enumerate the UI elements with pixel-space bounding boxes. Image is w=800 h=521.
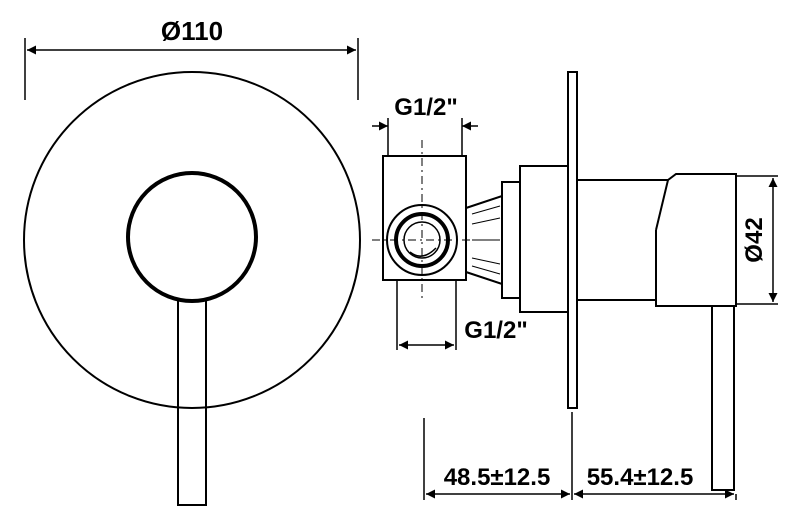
lever-side — [711, 306, 735, 491]
cartridge-flange — [501, 181, 521, 299]
depth-wall-label: 48.5±12.5 — [444, 464, 551, 491]
side-view — [372, 71, 778, 500]
inlet-bottom-label: G1/2" — [464, 317, 527, 344]
cover-plate-circle — [23, 71, 361, 409]
depth-lever-label: 55.4±12.5 — [587, 464, 694, 491]
front-diameter-label: Ø110 — [161, 16, 223, 46]
valve-body — [382, 155, 467, 281]
handle-cap-circle — [126, 171, 258, 303]
lever-front — [177, 300, 207, 506]
thread-line — [471, 265, 501, 275]
thread-line — [471, 217, 501, 225]
front-view — [23, 38, 361, 506]
handle-body — [577, 173, 737, 307]
cartridge-body — [519, 165, 569, 313]
wall-plate — [567, 71, 578, 409]
handle-bevel — [655, 179, 669, 231]
body-diameter-label: Ø42 — [741, 217, 768, 262]
thread-line — [471, 205, 501, 215]
inlet-top-label: G1/2" — [394, 94, 457, 121]
thread-line — [471, 257, 501, 265]
